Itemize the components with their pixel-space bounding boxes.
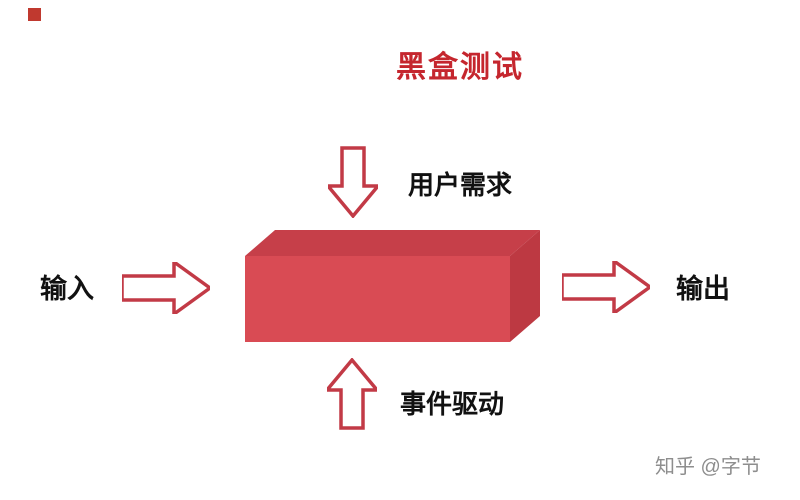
- input-arrow-icon: [122, 262, 210, 314]
- down-arrow-shape: [328, 146, 378, 218]
- event-driven-label: 事件驱动: [400, 389, 505, 419]
- watermark: 知乎 @字节: [655, 456, 761, 478]
- corner-accent-square: [28, 8, 41, 21]
- page-title: 黑盒测试: [396, 51, 524, 84]
- up-arrow-icon: [327, 358, 377, 430]
- output-arrow-icon: [562, 261, 650, 313]
- box-right-face: [510, 230, 540, 342]
- input-label: 输入: [40, 274, 94, 304]
- black-box: [245, 230, 540, 342]
- output-label: 输出: [676, 274, 730, 304]
- box-front-face: [245, 256, 510, 342]
- user-requirements-label: 用户需求: [408, 170, 513, 200]
- up-arrow-shape: [327, 358, 377, 430]
- down-arrow-icon: [328, 146, 378, 218]
- box-top-face: [245, 230, 540, 256]
- input-arrow-shape: [122, 262, 210, 314]
- output-arrow-shape: [562, 261, 650, 313]
